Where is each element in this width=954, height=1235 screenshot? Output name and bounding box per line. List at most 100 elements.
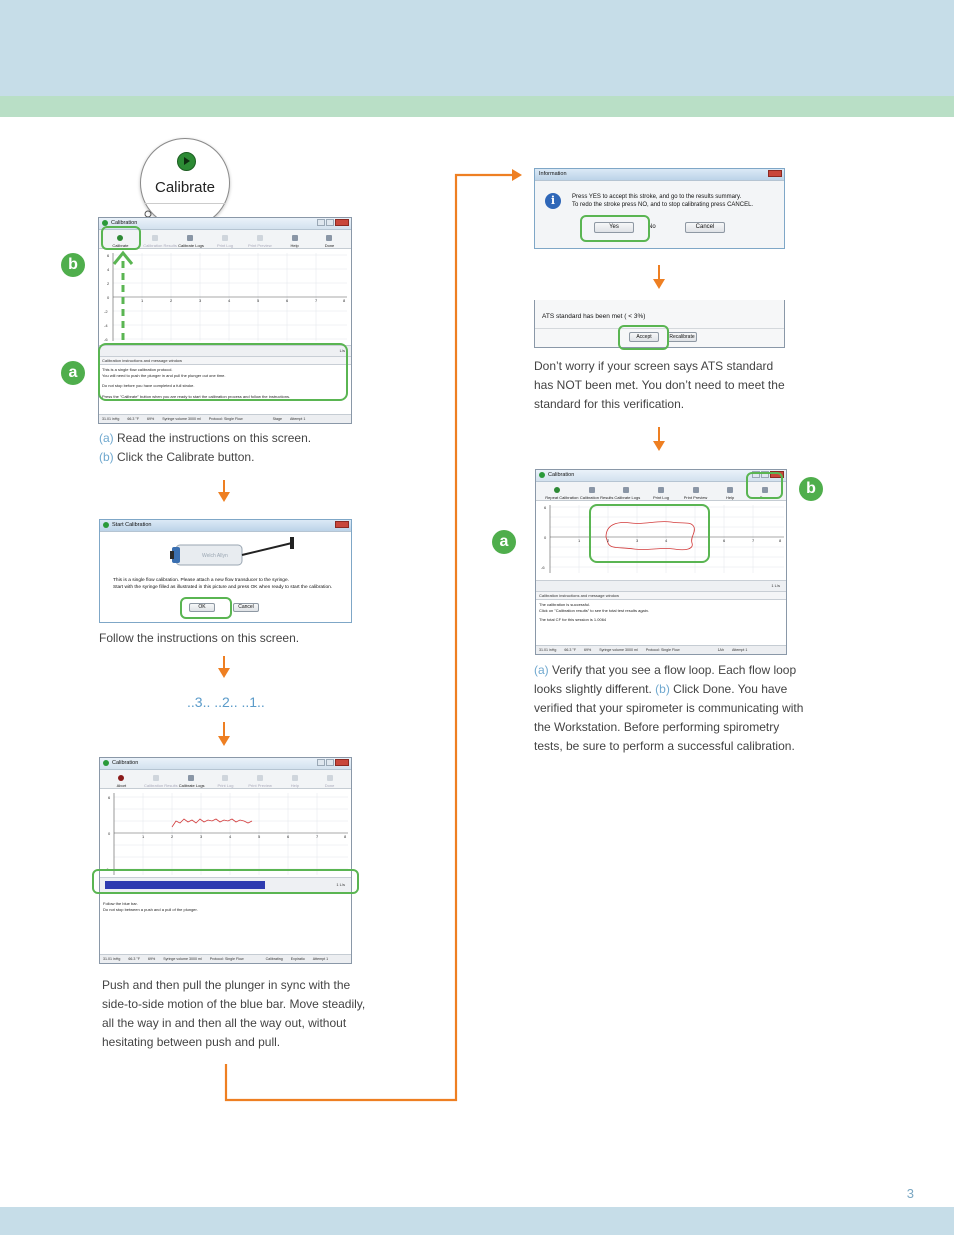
calibrate-logs-button[interactable]: Calibrate Logs: [178, 234, 204, 248]
information-dialog: Information i Press YES to accept this s…: [534, 168, 785, 249]
x-tick: 7: [752, 538, 755, 543]
x-tick: 1: [578, 538, 581, 543]
help-button[interactable]: Help: [718, 486, 742, 500]
x-tick: 2: [607, 538, 610, 543]
flow-arrow: [653, 427, 665, 451]
y-tick: -6: [541, 565, 545, 570]
flow-loop-trace: [605, 521, 695, 551]
window-titlebar: Calibration: [99, 218, 351, 230]
y-tick: -4: [104, 323, 108, 328]
highlight-flow-loop: [589, 504, 710, 563]
close-icon[interactable]: [335, 219, 349, 226]
help-button[interactable]: Help: [283, 774, 307, 788]
done-button[interactable]: Done: [317, 234, 341, 248]
help-button[interactable]: Help: [283, 234, 307, 248]
calibration-toolbar: Repeat Calibration Calibration Results C…: [536, 482, 786, 501]
ok-button[interactable]: OK: [189, 603, 215, 612]
blue-progress-bar: [105, 881, 265, 889]
x-tick: 6: [287, 834, 290, 839]
x-tick: 5: [258, 834, 261, 839]
y-tick: 0: [107, 295, 110, 300]
print-log-button[interactable]: Print Log: [649, 486, 673, 500]
x-tick: 8: [343, 298, 346, 303]
ats-status-text: ATS standard has been met ( < 3%): [542, 313, 646, 320]
calibrate-logs-button[interactable]: Calibrate Logs: [179, 774, 205, 788]
calibrate-logs-button[interactable]: Calibrate Logs: [614, 486, 640, 500]
ats-standard-panel: ATS standard has been met ( < 3%) Accept…: [534, 300, 785, 348]
message-window: This is a single flow calibration protoc…: [102, 367, 291, 399]
yes-button[interactable]: Yes: [594, 222, 634, 233]
flow-arrow: [218, 722, 230, 746]
print-log-button[interactable]: Print Log: [213, 234, 237, 248]
calibrate-zoom-label: Calibrate: [154, 179, 216, 196]
flow-arrow: [218, 480, 230, 502]
flow-indicator-bar: 1 L/s: [536, 580, 786, 592]
cancel-button[interactable]: Cancel: [233, 603, 259, 612]
start-dialog-text: This is a single flow calibration. Pleas…: [113, 578, 333, 590]
dashed-up-arrow: [112, 250, 134, 340]
abort-button[interactable]: Abort: [109, 774, 133, 788]
calibration-results-button[interactable]: Calibration Results: [580, 486, 613, 500]
flow-arrow: [218, 656, 230, 678]
close-icon[interactable]: [335, 759, 349, 766]
info-dialog-text: Press YES to accept this stroke, and go …: [572, 194, 754, 208]
highlight-blue-bar: [92, 869, 359, 894]
y-tick: 6: [107, 253, 110, 258]
caption-step5: (a) Verify that you see a flow loop. Eac…: [534, 663, 804, 753]
close-icon[interactable]: [335, 521, 349, 528]
flow-graph: 6 4 2 0 -2 -4 -6 1 2 3 4 5 6 7 8: [99, 249, 351, 345]
dialog-titlebar: Start Calibration: [100, 520, 351, 532]
x-tick: 7: [316, 834, 319, 839]
calibration-toolbar: Calibrate Calibration Results Calibrate …: [99, 230, 351, 249]
message-window-header: Calibration instructions and message win…: [536, 592, 786, 600]
y-tick: 0: [544, 535, 547, 540]
syringe-illustration: Welch Allyn: [170, 537, 294, 566]
x-tick: 4: [228, 298, 231, 303]
flow-arrow: [653, 265, 665, 289]
recalibrate-button[interactable]: Recalibrate: [667, 332, 697, 342]
highlight-message-window: [98, 343, 348, 401]
no-button[interactable]: No: [648, 224, 656, 230]
print-preview-button[interactable]: Print Preview: [684, 486, 708, 500]
done-button[interactable]: Done: [318, 774, 342, 788]
x-tick: 1: [142, 834, 145, 839]
calibration-window-in-progress: Calibration Abort Calibration Results Ca…: [99, 757, 352, 964]
header-band: [0, 0, 954, 96]
highlight-yes-button: [580, 215, 650, 242]
caption-step2: Follow the instructions on this screen.: [99, 631, 300, 645]
calibration-results-button[interactable]: Calibration Results: [144, 774, 178, 788]
highlight-done-button: [746, 472, 783, 499]
countdown-text: ..3.. ..2.. ..1..: [187, 694, 265, 710]
x-tick: 6: [286, 298, 289, 303]
page-number: 3: [906, 1186, 914, 1201]
badge-a: a: [492, 530, 516, 554]
y-tick: -2: [104, 309, 108, 314]
print-preview-button[interactable]: Print Preview: [248, 774, 272, 788]
cancel-button[interactable]: Cancel: [685, 222, 725, 233]
dialog-titlebar: Information: [535, 169, 784, 181]
repeat-calibration-button[interactable]: Repeat Calibration: [545, 486, 578, 500]
highlight-accept-button: [618, 325, 669, 350]
flow-graph: 6 0 -6 1 2 3 4 5 6 7 8: [100, 789, 351, 877]
highlight-calibrate-button: [101, 226, 141, 250]
accept-button[interactable]: Accept: [629, 332, 659, 342]
x-tick: 2: [170, 298, 173, 303]
x-tick: 3: [636, 538, 639, 543]
header-accent-band: [0, 96, 954, 117]
close-icon[interactable]: [768, 170, 782, 177]
badge-b: b: [799, 477, 823, 501]
play-icon: [177, 152, 196, 171]
calibrate-button[interactable]: Calibrate: [108, 234, 132, 248]
flow-trace: [171, 818, 253, 828]
y-tick: -6: [104, 337, 108, 342]
message-window-header: Calibration instructions and message win…: [99, 357, 351, 365]
print-preview-button[interactable]: Print Preview: [248, 234, 272, 248]
calibration-toolbar: Abort Calibration Results Calibrate Logs…: [100, 770, 351, 789]
badge-a: a: [61, 361, 85, 385]
calibration-results-button[interactable]: Calibration Results: [143, 234, 177, 248]
caption-step3: Push and then pull the plunger in sync w…: [102, 978, 366, 1049]
start-calibration-dialog: Start Calibration Welch Allyn This is a …: [99, 519, 352, 623]
print-log-button[interactable]: Print Log: [213, 774, 237, 788]
